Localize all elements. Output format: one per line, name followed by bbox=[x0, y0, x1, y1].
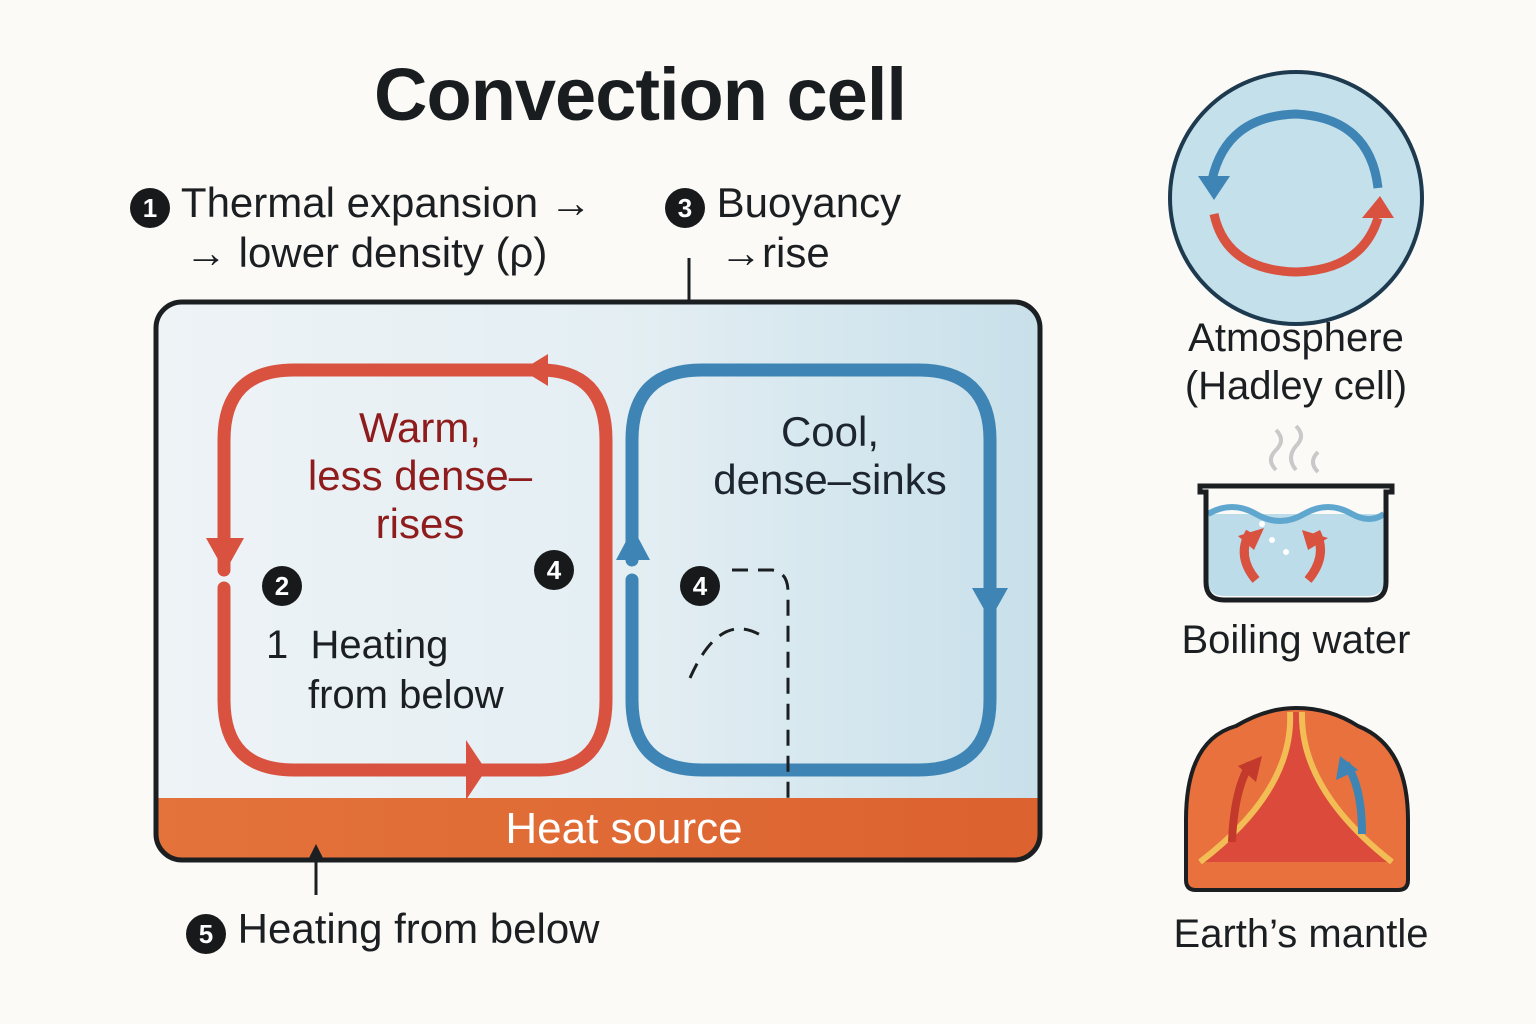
mantle-icon bbox=[1184, 705, 1410, 892]
step-5-text: Heating from below bbox=[237, 905, 600, 952]
step-3-line2: →rise bbox=[720, 229, 830, 276]
atmosphere-label: Atmosphere (Hadley cell) bbox=[1146, 314, 1446, 410]
step-4-badge-right: 4 bbox=[680, 566, 720, 606]
inner-heating-number: 1 bbox=[266, 623, 289, 667]
warm-loop bbox=[206, 354, 613, 800]
cool-label: Cool, dense–sinks bbox=[680, 408, 980, 504]
step-3-line1: Buoyancy bbox=[716, 179, 902, 226]
heat-input-arrow bbox=[308, 844, 324, 895]
page-title: Convection cell bbox=[374, 53, 907, 136]
step-1-line2: → lower density (ρ) bbox=[185, 229, 548, 276]
boiling-pot-icon bbox=[1197, 424, 1395, 603]
step-3-badge: 3 bbox=[665, 188, 705, 228]
boiling-water-label: Boiling water bbox=[1181, 618, 1411, 662]
warm-line3: rises bbox=[375, 500, 465, 547]
atmosphere-line2: (Hadley cell) bbox=[1184, 364, 1408, 408]
step-1-line1: Thermal expansion → bbox=[180, 179, 592, 226]
inner-heating-line2: from below bbox=[308, 673, 504, 717]
warm-label: Warm, less dense– rises bbox=[270, 404, 570, 548]
atmosphere-line1: Atmosphere bbox=[1188, 316, 1404, 360]
step-4-badge-left: 4 bbox=[534, 550, 574, 590]
inner-heating-label: 1 Heating from below bbox=[266, 620, 504, 720]
mantle-label: Earth’s mantle bbox=[1173, 912, 1429, 956]
step-1-badge: 1 bbox=[130, 188, 170, 228]
step-2-badge: 2 bbox=[262, 566, 302, 606]
warm-line1: Warm, bbox=[358, 404, 482, 451]
cool-line1: Cool, bbox=[780, 408, 880, 455]
cool-line2: dense–sinks bbox=[713, 456, 947, 503]
warm-line2: less dense– bbox=[307, 452, 533, 499]
inner-heating-line1: Heating bbox=[310, 623, 449, 667]
heat-source-label: Heat source bbox=[505, 804, 743, 853]
step-1-caption: 1 Thermal expansion → → lower density (ρ… bbox=[130, 178, 592, 278]
step-3-caption: 3 Buoyancy →rise bbox=[665, 178, 901, 278]
step-5-caption: 5 Heating from below bbox=[186, 904, 600, 954]
dashed-flow bbox=[688, 568, 790, 800]
cell-box bbox=[153, 299, 1043, 863]
hadley-cell-icon bbox=[1168, 70, 1424, 326]
step-5-badge: 5 bbox=[186, 914, 226, 954]
cool-loop bbox=[616, 363, 1008, 777]
